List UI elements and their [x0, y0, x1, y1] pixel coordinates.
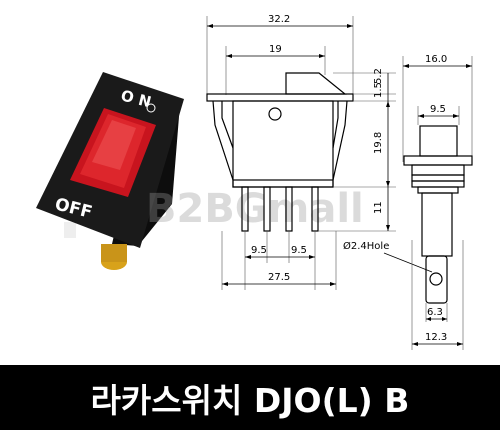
rocker — [285, 72, 347, 95]
hole-note: Ø2.4Hole — [343, 240, 389, 252]
dim-overall-width: 32.2 — [268, 14, 290, 25]
dim-rocker-width: 19 — [269, 44, 282, 55]
dim-terminal-length: 11 — [373, 201, 384, 214]
diagram-area: O N OFF B2BGmall — [36, 14, 473, 350]
side-rocker — [419, 125, 458, 157]
led-hole — [268, 107, 282, 121]
dim-side-overall-width: 16.0 — [425, 54, 447, 65]
dim-base-width: 12.3 — [425, 332, 447, 343]
front-view-drawing: 32.2 19 1.5 5.2 19.8 11 — [206, 14, 433, 290]
switch-photo: O N OFF — [36, 72, 184, 270]
side-body — [421, 192, 453, 257]
terminal-hole — [429, 272, 443, 286]
side-view-drawing: 16.0 9.5 — [402, 54, 473, 350]
dim-side-rocker-width: 9.5 — [430, 104, 446, 115]
side-terminal — [425, 255, 448, 304]
switch-clip — [64, 222, 76, 238]
dim-body-height: 19.8 — [373, 132, 384, 154]
switch-terminal-post — [101, 244, 127, 262]
dim-pin-span: 27.5 — [268, 272, 290, 283]
switch-indicator-dot — [146, 103, 156, 113]
dim-pin-spacing-left: 9.5 — [251, 245, 267, 256]
dim-terminal-width: 6.3 — [427, 307, 443, 318]
caption-bar: 라카스위치 DJO(L) B — [0, 365, 500, 430]
dim-pin-spacing-right: 9.5 — [291, 245, 307, 256]
switch-body-outline — [232, 100, 334, 188]
dim-height-upper-1: 1.5 — [373, 82, 384, 98]
product-diagram-svg: O N OFF B2BGmall — [36, 14, 473, 350]
dim-height-upper-2: 5.2 — [373, 68, 384, 84]
flange — [206, 93, 354, 102]
side-flange — [403, 155, 473, 166]
watermark-text: B2BGmall — [146, 186, 364, 232]
product-title: 라카스위치 DJO(L) B — [90, 380, 410, 420]
